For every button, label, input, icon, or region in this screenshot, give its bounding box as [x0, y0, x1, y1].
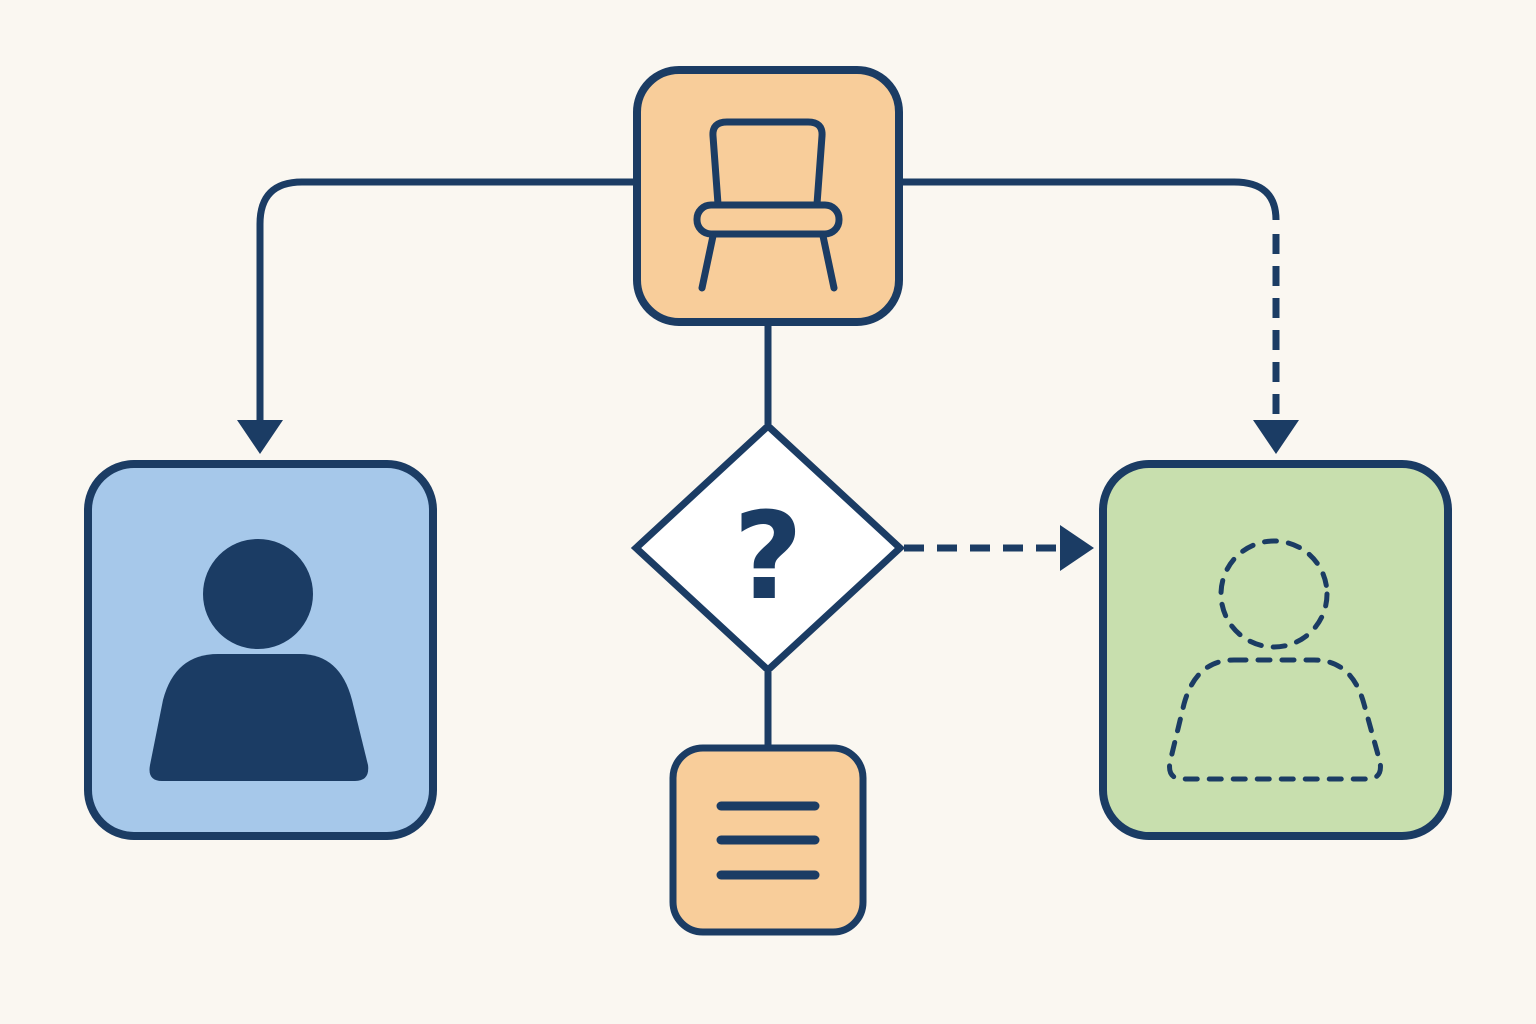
- arrowhead-placeholder-side: [1060, 525, 1094, 571]
- edge-chair-to-person: [256, 178, 634, 422]
- arrowhead-placeholder-top: [1253, 420, 1299, 454]
- person-icon: [149, 539, 369, 781]
- chair-node-box: [633, 66, 903, 326]
- list-icon: [716, 801, 820, 880]
- person-node[interactable]: [84, 460, 437, 840]
- arrowhead-person: [237, 420, 283, 454]
- question-mark-icon: ?: [733, 488, 803, 627]
- decision-diamond: [630, 421, 906, 675]
- notes-node[interactable]: [669, 744, 867, 936]
- placeholder-person-node-box: [1099, 460, 1452, 840]
- placeholder-person-node[interactable]: [1099, 460, 1452, 840]
- connectors: [237, 178, 1299, 746]
- chair-node[interactable]: [633, 66, 903, 326]
- decision-node[interactable]: ?: [630, 421, 906, 675]
- dashed-person-icon: [1167, 538, 1383, 782]
- edge-chair-to-placeholder-solid: [902, 178, 1280, 221]
- chair-icon: [693, 118, 843, 292]
